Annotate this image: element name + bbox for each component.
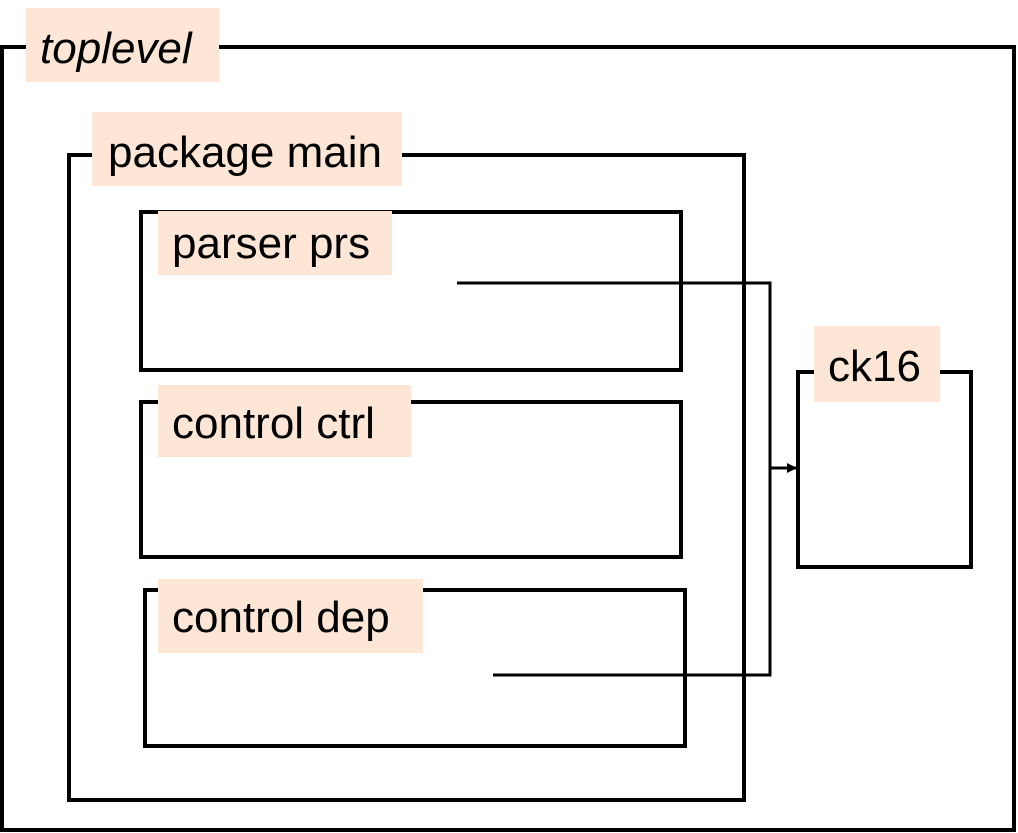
package-main-label-text: package main bbox=[108, 128, 382, 177]
wire-parser-to-ck16 bbox=[457, 281, 797, 473]
package-main-box bbox=[67, 153, 746, 802]
toplevel-label: toplevel bbox=[26, 8, 219, 82]
parser-prs-box bbox=[139, 210, 683, 372]
control-dep-label: control dep bbox=[158, 579, 423, 653]
ck16-label-text: ck16 bbox=[828, 342, 921, 391]
package-main-label: package main bbox=[92, 112, 402, 186]
toplevel-label-text: toplevel bbox=[40, 24, 192, 73]
control-ctrl-label-text: control ctrl bbox=[172, 399, 375, 448]
parser-prs-label: parser prs bbox=[158, 211, 392, 275]
control-dep-label-text: control dep bbox=[172, 593, 390, 642]
control-ctrl-label: control ctrl bbox=[158, 385, 411, 457]
wire-dep-to-ck16 bbox=[493, 468, 772, 677]
toplevel-box bbox=[0, 45, 1016, 832]
parser-prs-label-text: parser prs bbox=[172, 219, 371, 268]
control-ctrl-box bbox=[139, 400, 683, 559]
ck16-label: ck16 bbox=[814, 326, 940, 402]
